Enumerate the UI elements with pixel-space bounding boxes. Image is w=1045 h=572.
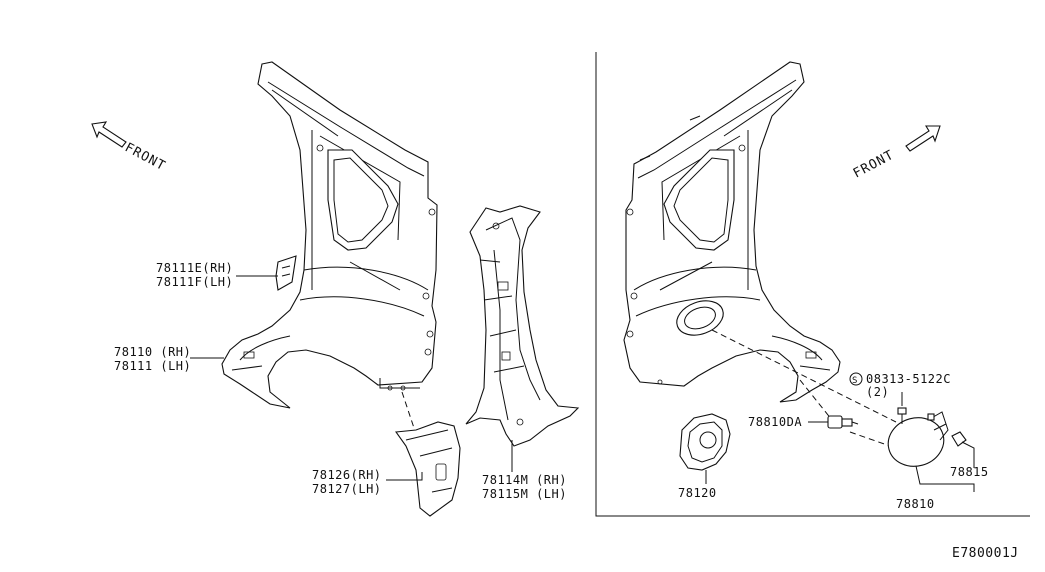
opener-78810DA [827,415,859,429]
inner-pillar [465,205,580,447]
leader-78810 [915,465,975,492]
front-arrow-right [905,125,941,152]
label-78810DA: 78810DA [748,415,802,429]
front-label-left: FRONT [122,140,168,174]
label-78815: 78815 [950,465,989,479]
leader-78126 [386,472,423,481]
label-78127: 78127(LH) [312,482,382,496]
right-panel-border [595,52,1030,517]
leader-78815 [961,441,975,468]
leader-dashed-extension [401,391,415,429]
bracket-78111E [275,255,297,291]
label-78115M: 78115M (LH) [482,487,567,501]
screw-08313 [897,407,935,424]
diagram-code: E780001J [952,546,1019,561]
label-78111E: 78111E(RH) [156,261,233,275]
fuel-lid [887,411,949,467]
label-08313-qty: (2) [866,385,889,399]
label-78111F: 78111F(LH) [156,275,233,289]
leader-dashed-lid-mid [849,431,891,447]
rear-fender-panel-right [623,61,841,403]
leader-dashed-lid-top [711,329,897,423]
lid-spring-78815 [951,431,967,447]
label-78810: 78810 [896,497,935,511]
label-78120: 78120 [678,486,717,500]
screw-symbol: S [849,372,863,386]
label-78110: 78110 (RH) [114,345,191,359]
front-arrow-left [91,121,127,148]
leader-dashed-lid-bottom [799,379,833,421]
label-08313: 08313-5122C [866,372,951,386]
svg-text:S: S [852,376,858,386]
label-78111: 78111 (LH) [114,359,191,373]
fender-extension [395,421,461,517]
label-78126: 78126(RH) [312,468,382,482]
label-78114M: 78114M (RH) [482,473,567,487]
rear-fender-panel-left [221,61,438,409]
front-label-right: FRONT [851,148,897,182]
filler-pocket [679,413,731,471]
